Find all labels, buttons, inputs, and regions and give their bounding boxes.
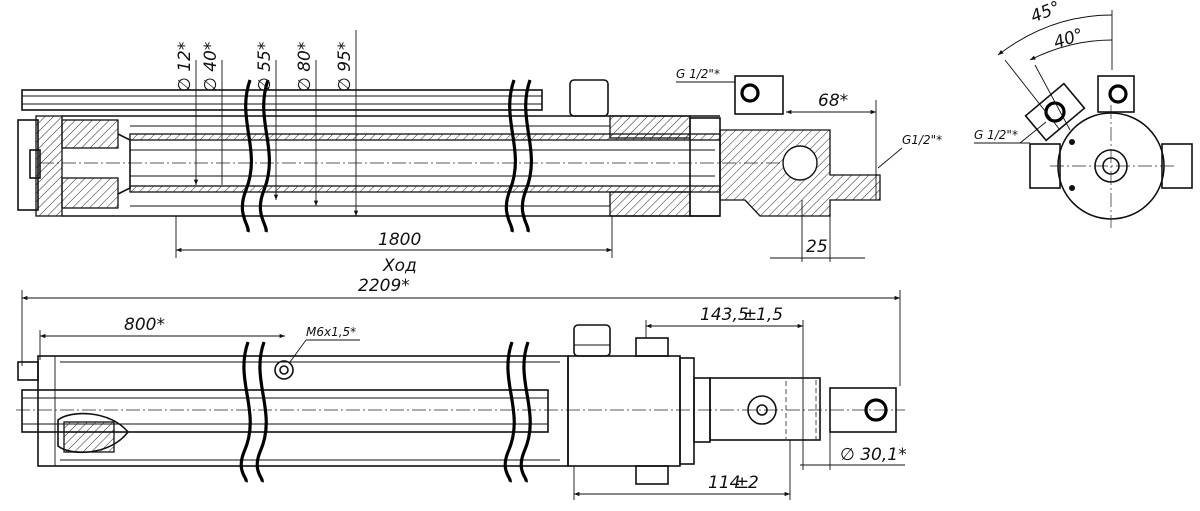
dia-30-label: ∅ 30,1*	[840, 445, 907, 465]
dim-68: 68*	[818, 91, 848, 111]
cutaway-piston	[63, 421, 115, 453]
piston-lower	[61, 177, 119, 209]
barrel-exterior	[37, 355, 569, 467]
end-view-port	[1024, 82, 1086, 142]
dia-95-label: ∅ 95*	[335, 42, 355, 92]
dia-55-label: ∅ 55*	[255, 42, 275, 92]
bleed-port	[274, 360, 294, 380]
exterior-view: 2209* 800* M6x1,5*	[16, 276, 907, 500]
rod-end-tip	[829, 387, 897, 433]
gland-upper	[609, 115, 691, 139]
rod-tube-lower	[129, 185, 721, 193]
end-view-lug-right	[1161, 143, 1193, 189]
section-view: ∅ 12* ∅ 40* ∅ 55* ∅ 80* ∅ 95* G 1/2"* G1…	[17, 30, 942, 276]
stroke-label: Ход	[382, 256, 417, 276]
dim-800: 800*	[124, 315, 165, 335]
end-view: 45° 40° G 1/2"*	[974, 0, 1193, 228]
dim-overall: 2209*	[358, 276, 410, 296]
dia-80-label: ∅ 80*	[295, 42, 315, 92]
dim-114: 114	[708, 473, 740, 493]
dim-143: 143,5	[700, 305, 749, 325]
thread-port-end: G 1/2"*	[974, 128, 1018, 142]
guide-rail-bottom	[21, 389, 549, 433]
dim-143-tol-val: 1,5	[756, 305, 783, 325]
dia-12-label: ∅ 12*	[175, 42, 195, 92]
dim-114-tol: ±	[735, 473, 749, 493]
dia-40-label: ∅ 40*	[201, 42, 221, 92]
angle-40: 40°	[1051, 25, 1086, 53]
thread-port-top: G 1/2"*	[676, 67, 720, 81]
port-boss-top	[569, 79, 609, 117]
end-view-lug-left	[1029, 143, 1061, 189]
gland-lower	[609, 191, 691, 217]
break-line-1	[240, 79, 254, 233]
dim-114-tol-val: 2	[748, 473, 759, 493]
break-line-2	[504, 79, 518, 233]
head-block	[567, 355, 681, 467]
guide-rail-top	[21, 89, 543, 111]
dim-143-tol: ±	[743, 305, 757, 325]
dim-25: 25	[806, 237, 828, 257]
thread-bleed: M6x1,5*	[306, 325, 356, 339]
port-boss-upper	[635, 337, 669, 357]
dim-stroke: 1800	[378, 230, 421, 250]
thread-port-right: G1/2"*	[902, 133, 942, 147]
left-stub	[17, 361, 39, 381]
rod-end-clevis	[709, 377, 821, 441]
port-boss-lower	[635, 465, 669, 485]
piston-upper	[61, 119, 119, 149]
